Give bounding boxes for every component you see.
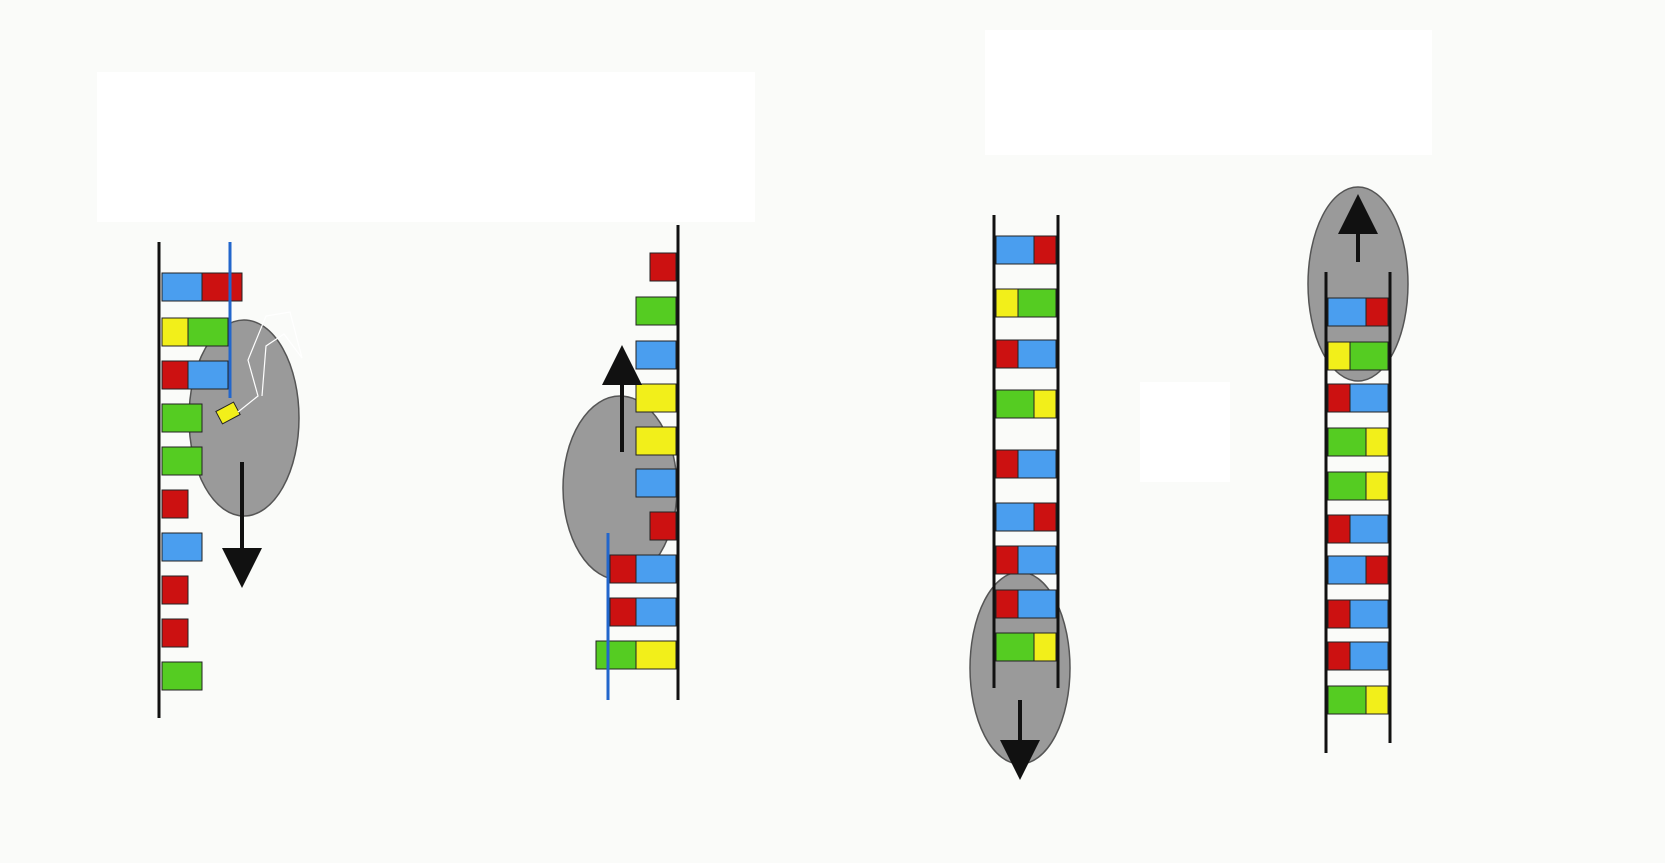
ladder-3-rung-3-red (996, 340, 1018, 368)
ladder-3-rung-5-red (996, 450, 1018, 478)
template-base-yellow-5 (636, 427, 676, 455)
ladder-4-rung-8-blue (1350, 600, 1388, 628)
template-base-green-5 (162, 447, 202, 475)
paired-base-red-1 (610, 555, 636, 583)
template-base-red-1 (650, 253, 676, 281)
paired-base-red-1 (202, 273, 242, 301)
ladder-3-rung-1-red (1034, 236, 1056, 264)
template-base-green-10 (162, 662, 202, 690)
ladder-4-rung-1-red (1366, 298, 1388, 326)
ladder-4-rung-1-blue (1328, 298, 1366, 326)
ladder-4-rung-6-blue (1350, 515, 1388, 543)
template-base-red-3 (162, 361, 188, 389)
ladder-4-rung-10-green (1328, 686, 1366, 714)
ladder-4-rung-10-yellow (1366, 686, 1388, 714)
ladder-3-rung-8-blue (1018, 590, 1056, 618)
ladder-3-rung-6-red (1034, 503, 1056, 531)
ladder-3-rung-9-green (996, 633, 1034, 661)
ladder-4-rung-5-green (1328, 472, 1366, 500)
template-base-blue-8 (636, 555, 676, 583)
template-base-blue-7 (162, 533, 202, 561)
template-base-blue-6 (636, 469, 676, 497)
ladder-4-rung-7-blue (1328, 556, 1366, 584)
paired-base-green-2 (188, 318, 228, 346)
ladder-4-rung-5-yellow (1366, 472, 1388, 500)
ladder-3-rung-5-blue (1018, 450, 1056, 478)
ladder-3-rung-7-red (996, 546, 1018, 574)
ladder-3-rung-8-red (996, 590, 1018, 618)
template-base-blue-3 (636, 341, 676, 369)
template-base-yellow-4 (636, 384, 676, 412)
template-base-red-9 (162, 619, 188, 647)
ladder-4-rung-9-blue (1350, 642, 1388, 670)
template-base-red-7 (650, 512, 676, 540)
ladder-3-rung-2-green (1018, 289, 1056, 317)
ladder-3-rung-6-blue (996, 503, 1034, 531)
ladder-3-rung-1-blue (996, 236, 1034, 264)
ladder-3-rung-7-blue (1018, 546, 1056, 574)
ladder-3-rung-3-blue (1018, 340, 1056, 368)
paired-base-green-3 (596, 641, 636, 669)
ladder-4-rung-8-red (1328, 600, 1350, 628)
ladder-4-rung-3-blue (1350, 384, 1388, 412)
ladder-4-rung-4-green (1328, 428, 1366, 456)
ladder-4-rung-6-red (1328, 515, 1350, 543)
ladder-4-rung-2-yellow (1328, 342, 1350, 370)
paired-base-blue-3 (188, 361, 228, 389)
ladder-4-rung-2-green (1350, 342, 1388, 370)
ladder-4-rung-7-red (1366, 556, 1388, 584)
ladder-4-rung-3-red (1328, 384, 1350, 412)
ladder-4-rung-4-yellow (1366, 428, 1388, 456)
template-base-green-2 (636, 297, 676, 325)
paired-base-red-2 (610, 598, 636, 626)
template-base-blue-9 (636, 598, 676, 626)
ladder-3-rung-9-yellow (1034, 633, 1056, 661)
template-base-blue-1 (162, 273, 202, 301)
ladder-3-rung-4-yellow (1034, 390, 1056, 418)
template-base-red-6 (162, 490, 188, 518)
ladder-4-rung-9-red (1328, 642, 1350, 670)
template-base-green-4 (162, 404, 202, 432)
template-base-red-8 (162, 576, 188, 604)
ladder-3-rung-2-yellow (996, 289, 1018, 317)
template-base-yellow-10 (636, 641, 676, 669)
ladder-3-rung-4-green (996, 390, 1034, 418)
